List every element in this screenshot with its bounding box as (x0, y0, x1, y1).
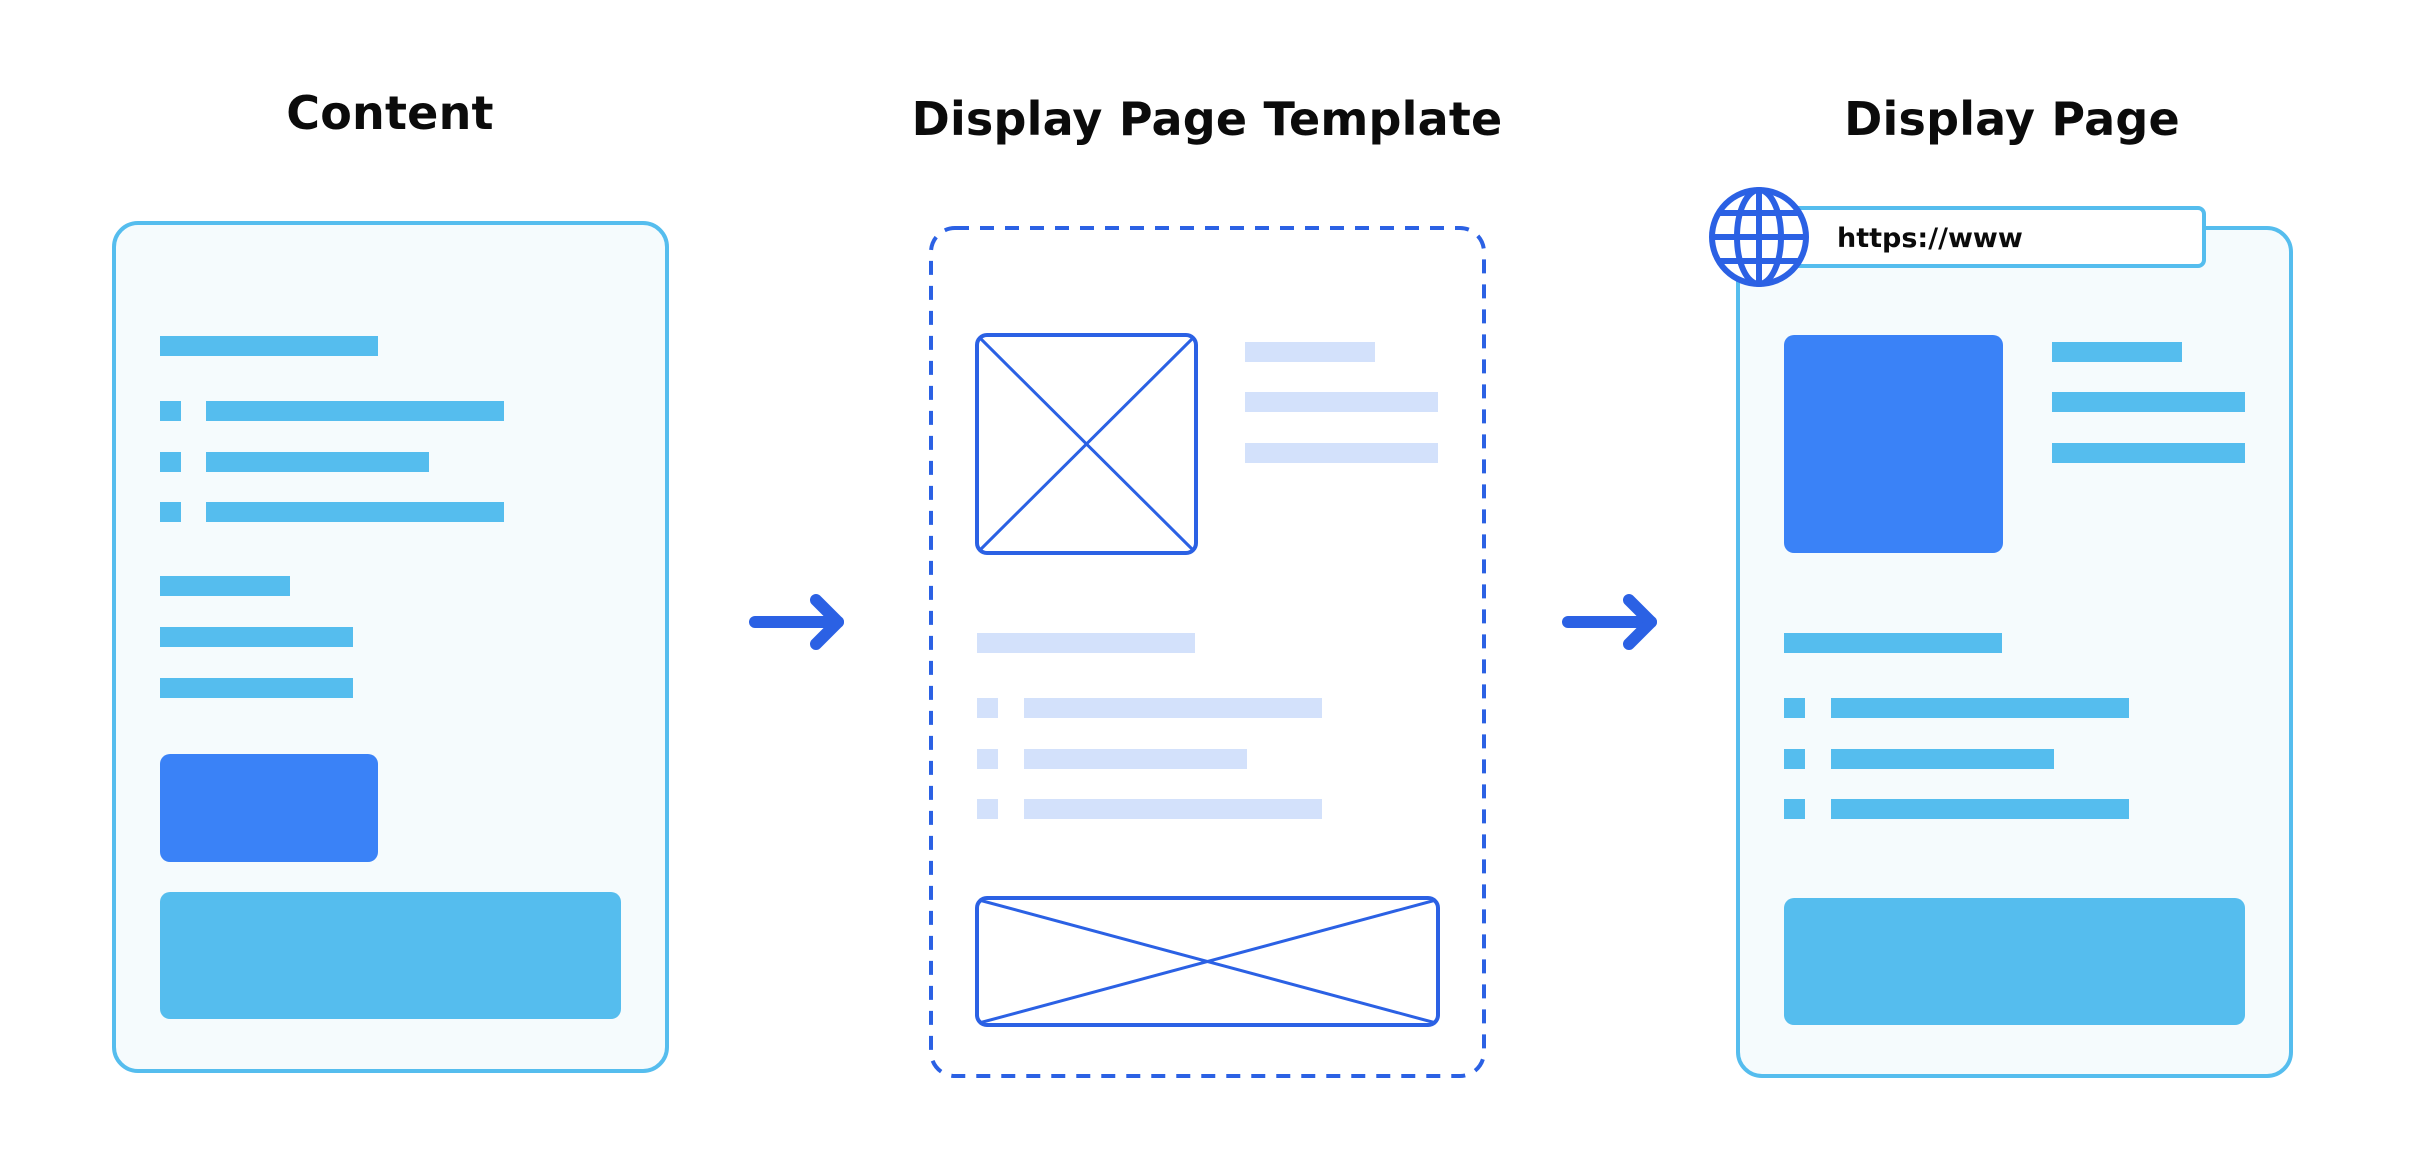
content-footer-block (160, 892, 621, 1019)
display-page-template-title: Display Page Template (911, 92, 1503, 146)
arrow-right-icon (749, 594, 844, 650)
display-heading-bar (1784, 633, 2002, 653)
display-page-title: Display Page (1844, 92, 2180, 146)
display-image-block (1784, 335, 2003, 553)
display-bullet-list (1784, 698, 2129, 819)
display-page-panel: https://www (1709, 187, 2293, 1078)
content-bullet-list (160, 401, 504, 522)
content-panel (112, 221, 669, 1073)
template-text-placeholders (1245, 342, 1438, 463)
image-placeholder-icon (975, 333, 1198, 555)
content-title: Content (286, 86, 494, 140)
url-text: https://www (1837, 223, 2023, 254)
display-footer-block (1784, 898, 2245, 1025)
arrow-right-icon (1562, 594, 1657, 650)
content-heading-bar (160, 336, 378, 356)
banner-placeholder-icon (975, 896, 1440, 1027)
template-bullet-placeholders (977, 698, 1322, 819)
globe-icon (1709, 187, 1809, 287)
url-bar: https://www (1766, 206, 2206, 268)
template-heading-placeholder (977, 633, 1195, 653)
content-image-block (160, 754, 378, 862)
content-text-lines (160, 576, 353, 698)
display-text-lines (2052, 342, 2245, 463)
template-panel (929, 226, 1486, 1078)
